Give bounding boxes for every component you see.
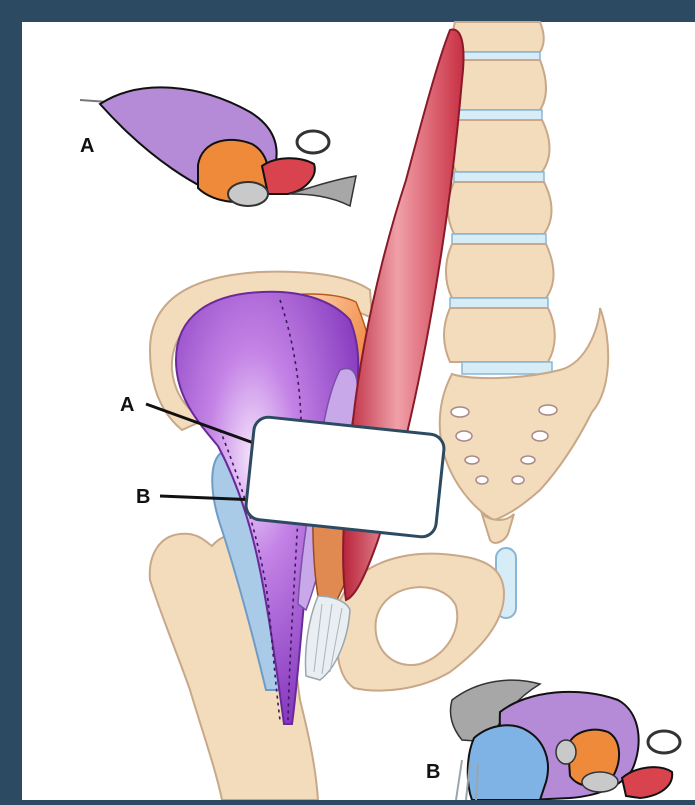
disc-4 (452, 234, 546, 244)
foramen-8 (512, 476, 524, 484)
foramen-3 (456, 431, 472, 441)
inset-a-bone-section (228, 182, 268, 206)
foramen-4 (532, 431, 548, 441)
pointer-b-label: B (136, 486, 150, 508)
vertebra-1 (453, 22, 544, 52)
inset-b-label: B (426, 761, 440, 783)
foramen-1 (451, 407, 469, 417)
vertebra-4 (448, 182, 552, 234)
inset-b-bone-section-2 (582, 772, 618, 792)
vertebra-3 (450, 120, 550, 172)
vertebra-5 (446, 244, 554, 298)
foramen-6 (521, 456, 535, 464)
disc-2 (456, 110, 542, 120)
inset-a-label: A (80, 135, 94, 157)
foramen-5 (465, 456, 479, 464)
disc-1 (458, 52, 540, 60)
vertebra-6 (444, 308, 555, 362)
foramen-2 (539, 405, 557, 415)
disc-3 (454, 172, 544, 182)
pointer-a-label: A (120, 394, 134, 416)
disc-5 (450, 298, 548, 308)
vertebra-2 (452, 60, 546, 110)
inset-b-bone-section (556, 740, 576, 764)
answer-box[interactable] (243, 414, 447, 540)
inset-b-blue-muscle (468, 725, 548, 800)
foramen-7 (476, 476, 488, 484)
disc-6 (462, 362, 552, 374)
